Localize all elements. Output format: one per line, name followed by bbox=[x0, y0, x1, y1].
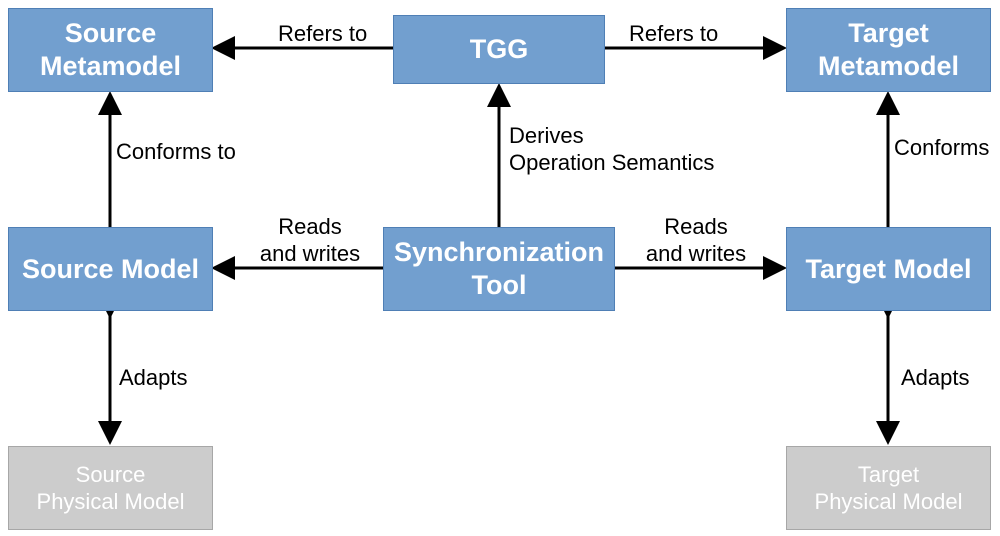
source-metamodel-line-1: Source bbox=[64, 18, 157, 48]
label-adapts-right: Adapts bbox=[901, 364, 970, 391]
reads-right-line-2: and writes bbox=[645, 241, 747, 266]
refers-to-left-text: Refers to bbox=[278, 21, 368, 46]
target-model-label: Target Model bbox=[805, 253, 972, 284]
label-conforms-to: Conforms to bbox=[116, 138, 236, 165]
label-reads-writes-right: Reads and writes bbox=[636, 213, 756, 267]
source-model-label: Source Model bbox=[21, 253, 200, 284]
tgg-box: TGG bbox=[393, 15, 605, 84]
reads-right-line-1: Reads bbox=[664, 214, 728, 239]
target-metamodel-line-2: Metamodel bbox=[817, 51, 960, 81]
target-metamodel-box: Target Metamodel bbox=[786, 8, 991, 92]
target-metamodel-line-1: Target bbox=[848, 18, 929, 48]
reads-left-line-2: and writes bbox=[259, 241, 361, 266]
label-refers-to-left: Refers to bbox=[278, 20, 367, 47]
sync-tool-line-1: Synchronization bbox=[393, 237, 604, 267]
target-physical-line-1: Target bbox=[857, 462, 920, 487]
conforms-text: Conforms bbox=[894, 135, 990, 160]
target-model-box: Target Model bbox=[786, 227, 991, 311]
source-model-box: Source Model bbox=[8, 227, 213, 311]
source-physical-line-1: Source bbox=[75, 462, 146, 487]
tgg-label: TGG bbox=[469, 34, 529, 64]
conforms-to-text: Conforms to bbox=[116, 139, 236, 164]
target-physical-model-box: Target Physical Model bbox=[786, 446, 991, 530]
label-conforms: Conforms bbox=[894, 134, 989, 161]
source-physical-model-box: Source Physical Model bbox=[8, 446, 213, 530]
target-physical-line-2: Physical Model bbox=[814, 489, 963, 514]
derives-line-2: Operation Semantics bbox=[509, 150, 715, 175]
label-reads-writes-left: Reads and writes bbox=[250, 213, 370, 267]
source-metamodel-box: Source Metamodel bbox=[8, 8, 213, 92]
source-metamodel-line-2: Metamodel bbox=[39, 51, 182, 81]
label-refers-to-right: Refers to bbox=[629, 20, 718, 47]
adapts-right-text: Adapts bbox=[901, 365, 970, 390]
reads-left-line-1: Reads bbox=[278, 214, 342, 239]
sync-tool-line-2: Tool bbox=[471, 270, 527, 300]
adapts-left-text: Adapts bbox=[119, 365, 188, 390]
refers-to-right-text: Refers to bbox=[629, 21, 719, 46]
label-adapts-left: Adapts bbox=[119, 364, 188, 391]
synchronization-tool-box: Synchronization Tool bbox=[383, 227, 615, 311]
label-derives: Derives Operation Semantics bbox=[509, 122, 714, 176]
source-physical-line-2: Physical Model bbox=[36, 489, 185, 514]
derives-line-1: Derives bbox=[509, 123, 584, 148]
